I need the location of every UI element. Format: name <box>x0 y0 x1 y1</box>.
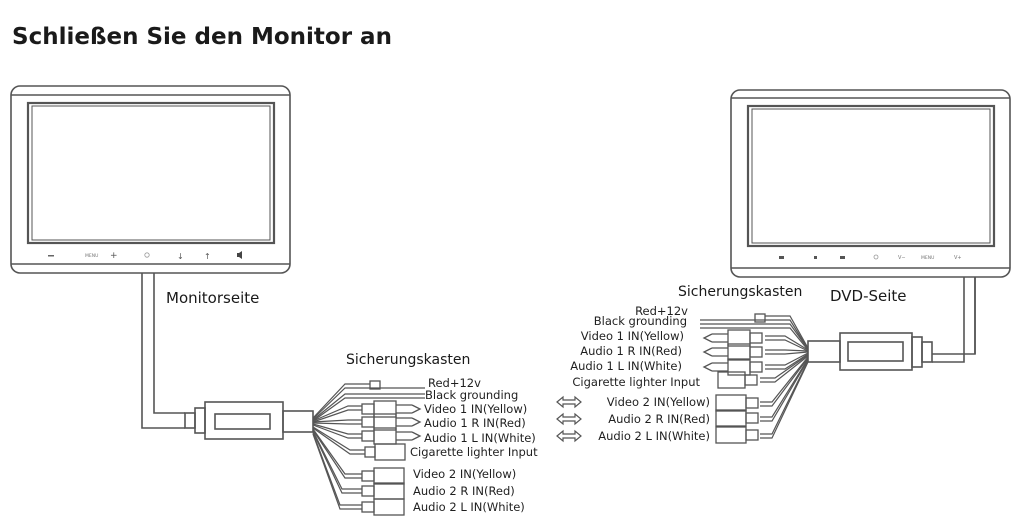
fuse-box-label-right: Sicherungskasten <box>678 284 803 300</box>
jack-audio2l-right <box>715 426 759 444</box>
connector-label: Cigarette lighter Input <box>410 445 538 459</box>
red-12v-plug <box>369 380 381 390</box>
menu-button-right-icon: MENU <box>921 255 934 261</box>
connector-label: Video 2 IN(Yellow) <box>606 395 710 409</box>
vol-up-button-icon: V+ <box>954 255 962 261</box>
connector-label: Audio 1 L IN(White) <box>424 431 536 445</box>
jack-audio2l-left <box>361 498 405 516</box>
connector-label: Audio 1 L IN(White) <box>570 359 682 373</box>
monitor-right <box>730 89 1011 278</box>
connector-label: Video 1 IN(Yellow) <box>580 329 684 343</box>
down-button-icon: ↓ <box>177 252 184 261</box>
wire-fan-right <box>700 315 809 439</box>
double-arrow-icon <box>556 395 582 409</box>
monitor-left <box>10 85 291 274</box>
link-arrows <box>556 395 582 443</box>
connector-label: Red+12v <box>428 376 481 390</box>
connector-label: Audio 2 R IN(Red) <box>413 484 515 498</box>
cig-plug-right <box>717 371 758 389</box>
jack-video2-right <box>715 394 759 412</box>
cable-left-outer <box>141 273 185 429</box>
red-12v-plug-right <box>754 313 766 323</box>
connector-label: Audio 1 R IN(Red) <box>424 416 526 430</box>
jack-video2-left <box>361 467 405 485</box>
connectors-left <box>361 380 422 516</box>
connector-label: Cigarette lighter Input <box>572 375 700 389</box>
monitor-side-label: Monitorseite <box>166 289 260 307</box>
connector-label: Audio 1 R IN(Red) <box>580 344 682 358</box>
cig-plug-left <box>364 443 406 461</box>
rca-audio1r-right <box>702 343 763 361</box>
connector-label: Audio 2 L IN(White) <box>413 500 525 514</box>
monitor-right-buttons: V− MENU V+ <box>779 254 962 261</box>
connectors-right <box>702 313 766 444</box>
power-button-right-icon <box>873 254 879 260</box>
connector-label: Red+12v <box>635 304 688 318</box>
page-title: Schließen Sie den Monitor an <box>12 24 392 50</box>
monitor-left-buttons: MENU + ↓ ↑ <box>48 251 242 261</box>
next-button-icon <box>840 256 845 259</box>
jack-audio2r-right <box>715 409 759 427</box>
double-arrow-icon <box>556 412 582 426</box>
cable-left-inner <box>153 273 185 414</box>
fuse-box-left <box>184 401 314 440</box>
cable-right-outer <box>932 277 965 363</box>
screen-left <box>26 101 276 245</box>
menu-button-icon: MENU <box>85 253 98 259</box>
fuse-box-label-left: Sicherungskasten <box>346 352 471 368</box>
power-button-icon <box>144 252 150 258</box>
rca-video1-right <box>702 329 763 347</box>
connector-label: Video 1 IN(Yellow) <box>424 402 528 416</box>
plus-button-icon: + <box>110 251 118 261</box>
wire-fan-left <box>312 383 425 510</box>
dvd-side-label: DVD-Seite <box>830 287 907 305</box>
minus-button-icon <box>48 255 54 257</box>
rca-audio1l-right <box>702 358 763 376</box>
rca-video1-left <box>361 400 422 418</box>
rca-audio1r-left <box>361 413 422 431</box>
play-pause-button-icon <box>814 256 817 259</box>
jack-audio2r-left <box>361 482 405 500</box>
fuse-box-right <box>807 332 933 371</box>
up-button-icon: ↑ <box>204 252 211 261</box>
double-arrow-icon <box>556 429 582 443</box>
connector-label: Audio 2 R IN(Red) <box>608 412 710 426</box>
connector-label: Video 2 IN(Yellow) <box>413 467 517 481</box>
connector-label: Audio 2 L IN(White) <box>598 429 710 443</box>
vol-down-button-icon: V− <box>898 255 906 261</box>
speaker-button-icon <box>237 251 242 259</box>
connector-label: Black grounding <box>593 314 687 328</box>
connector-label: Black grounding <box>425 388 519 402</box>
prev-button-icon <box>779 256 784 259</box>
screen-right <box>746 104 996 248</box>
